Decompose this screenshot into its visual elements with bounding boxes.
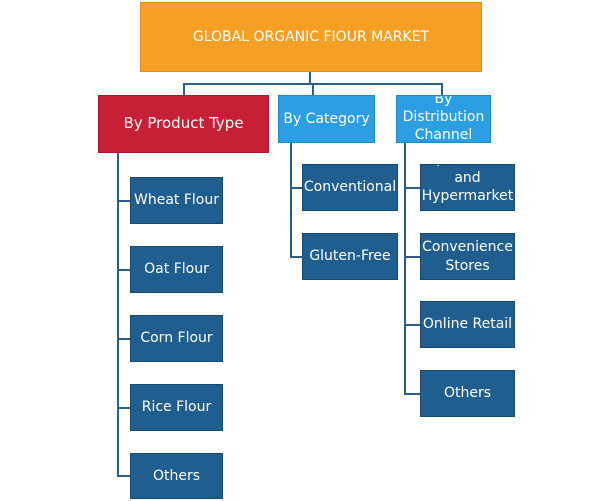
root-connector-vertical (309, 72, 311, 84)
item-gluten-free: Gluten-Free (302, 233, 398, 280)
connector-wheat-flour (117, 200, 130, 202)
connector-conventional (290, 187, 303, 189)
item-wheat-flour: Wheat Flour (130, 177, 223, 224)
distribution-trunk (404, 143, 406, 395)
root-node: GLOBAL ORGANIC FIOUR MARKET (140, 2, 482, 72)
connector-others-product (117, 475, 130, 477)
root-label: GLOBAL ORGANIC FIOUR MARKET (192, 28, 430, 45)
category-by-category-label: By Category (283, 110, 370, 127)
item-gluten-free-label: Gluten-Free (309, 248, 391, 265)
category-product-type: By Product Type (98, 95, 269, 153)
bus-drop-product-type (183, 83, 185, 95)
item-oat-flour: Oat Flour (130, 246, 223, 293)
item-rice-flour-label: Rice Flour (141, 399, 212, 416)
connector-convenience (404, 256, 420, 258)
bus-drop-category (312, 83, 314, 95)
item-convenience-stores: Convenience Stores (420, 233, 515, 280)
item-wheat-flour-label: Wheat Flour (134, 192, 219, 209)
connector-corn-flour (117, 338, 130, 340)
item-corn-flour-label: Corn Flour (140, 330, 213, 347)
connector-supermarkets (404, 187, 420, 189)
item-conventional: Conventional (302, 164, 398, 211)
item-conventional-label: Conventional (303, 179, 397, 196)
item-convenience-stores-label: Convenience Stores (422, 239, 513, 274)
item-online-retail-label: Online Retail (422, 316, 513, 333)
item-corn-flour: Corn Flour (130, 315, 223, 362)
connector-gluten-free (290, 256, 303, 258)
category-by-category: By Category (278, 95, 375, 143)
item-others-product-label: Others (152, 467, 201, 484)
connector-others-distribution (404, 393, 420, 395)
category-product-type-label: By Product Type (123, 114, 244, 133)
category-distribution-label: By Distribution Channel (402, 95, 485, 143)
item-supermarkets-label: Supermarkets and Hypermarket (421, 165, 514, 204)
item-oat-flour-label: Oat Flour (144, 261, 209, 278)
item-online-retail: Online Retail (420, 301, 515, 348)
bus-drop-distribution (441, 83, 443, 95)
connector-oat-flour (117, 269, 130, 271)
category-distribution: By Distribution Channel (396, 95, 491, 143)
category-trunk (290, 143, 292, 258)
item-rice-flour: Rice Flour (130, 384, 223, 431)
connector-rice-flour (117, 407, 130, 409)
item-others-product: Others (130, 453, 223, 499)
item-others-distribution: Others (420, 370, 515, 417)
item-supermarkets: Supermarkets and Hypermarket (420, 164, 515, 211)
connector-online-retail (404, 324, 420, 326)
product-type-trunk (117, 153, 119, 476)
item-others-distribution-label: Others (443, 385, 492, 402)
